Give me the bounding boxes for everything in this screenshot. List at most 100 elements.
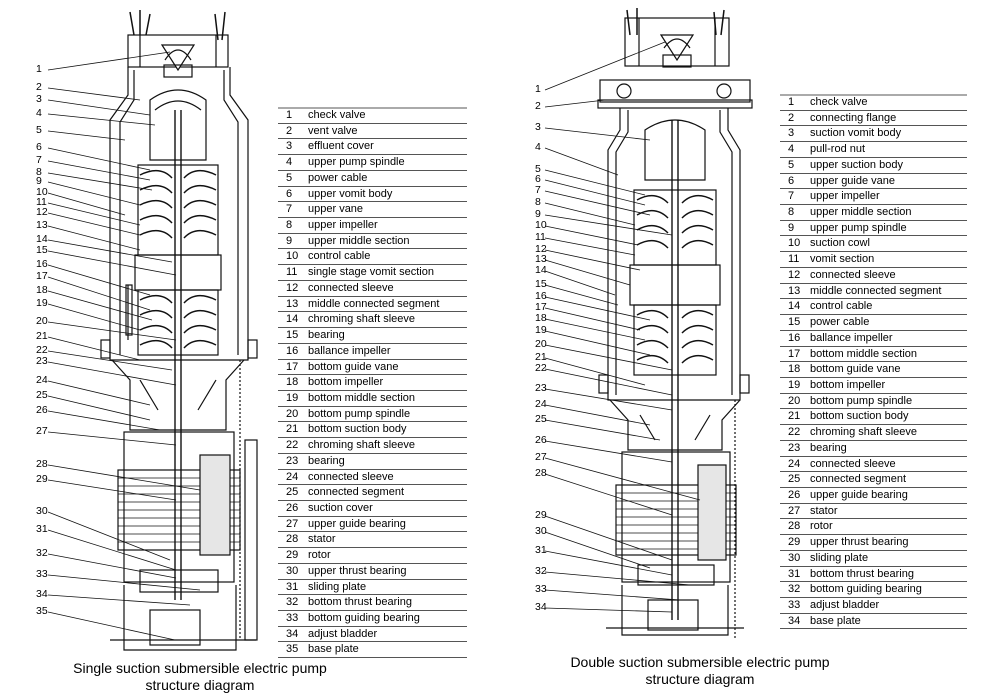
part-number: 1 (788, 96, 795, 108)
part-name: rotor (810, 520, 833, 533)
part-number: 20 (788, 394, 801, 407)
part-number: 31 (286, 580, 299, 593)
part-number: 28 (286, 533, 299, 546)
part-name: base plate (308, 643, 359, 656)
callout-22: 22 (36, 344, 48, 356)
part-number: 17 (788, 347, 801, 360)
callout-33: 33 (535, 583, 547, 595)
callout-19: 19 (535, 324, 547, 336)
callout-9: 9 (535, 208, 541, 220)
callout-20: 20 (535, 338, 547, 350)
part-number: 8 (788, 206, 795, 219)
part-name: vent valve (308, 124, 358, 137)
callout-33: 33 (36, 568, 48, 580)
part-name: connecting flange (810, 111, 897, 124)
part-number: 22 (788, 426, 801, 439)
part-name: bearing (308, 329, 345, 342)
part-name: connected sleeve (810, 268, 896, 281)
callout-3: 3 (535, 121, 541, 133)
callout-12: 12 (535, 243, 547, 255)
part-name: control cable (308, 250, 371, 263)
left-diagram-caption: Single suction submersible electric pump… (40, 660, 360, 694)
callout-16: 16 (36, 258, 48, 270)
part-name: stator (308, 533, 336, 546)
part-number: 29 (286, 549, 299, 562)
callout-17: 17 (36, 270, 48, 282)
callout-28: 28 (535, 467, 547, 479)
part-number: 28 (788, 520, 801, 533)
callout-32: 32 (36, 547, 48, 559)
callout-18: 18 (535, 312, 547, 324)
part-name: bottom middle section (308, 391, 415, 404)
part-number: 35 (286, 643, 299, 656)
part-name: ballance impeller (308, 344, 391, 357)
caption-line-1: Double suction submersible electric pump (570, 654, 830, 670)
part-name: upper guide bearing (810, 488, 908, 501)
callout-18: 18 (36, 284, 48, 296)
part-number: 9 (286, 234, 293, 247)
callout-31: 31 (36, 523, 48, 535)
part-number: 27 (788, 504, 801, 517)
part-number: 19 (788, 378, 801, 391)
callout-19: 19 (36, 297, 48, 309)
part-number: 9 (788, 221, 795, 234)
part-name: chroming shaft sleeve (308, 439, 415, 452)
part-number: 3 (788, 127, 795, 140)
part-number: 8 (286, 219, 293, 232)
callout-4: 4 (36, 107, 42, 119)
legend-row: 19 bottom middle section (278, 391, 467, 407)
part-name: connected sleeve (810, 457, 896, 470)
callout-13: 13 (36, 219, 48, 231)
part-number: 7 (286, 203, 293, 216)
part-name: adjust bladder (308, 627, 378, 640)
part-number: 19 (286, 391, 299, 404)
callout-14: 14 (36, 233, 48, 245)
part-number: 21 (286, 423, 299, 436)
part-number: 12 (286, 281, 299, 294)
callout-30: 30 (36, 505, 48, 517)
callout-8: 8 (535, 196, 541, 208)
part-name: upper impeller (810, 190, 880, 203)
part-name: middle connected segment (810, 284, 942, 297)
part-number: 3 (286, 140, 293, 153)
part-name: upper guide vane (810, 174, 896, 187)
callout-22: 22 (535, 362, 547, 374)
part-number: 34 (788, 614, 801, 627)
callout-5: 5 (36, 124, 42, 136)
part-name: vomit section (810, 253, 875, 266)
part-name: chroming shaft sleeve (810, 426, 917, 439)
callout-34: 34 (36, 588, 48, 600)
part-name: upper guide bearing (308, 517, 406, 530)
part-number: 18 (788, 363, 801, 376)
callout-5: 5 (535, 163, 541, 175)
part-number: 23 (286, 454, 299, 467)
part-number: 4 (788, 143, 795, 156)
